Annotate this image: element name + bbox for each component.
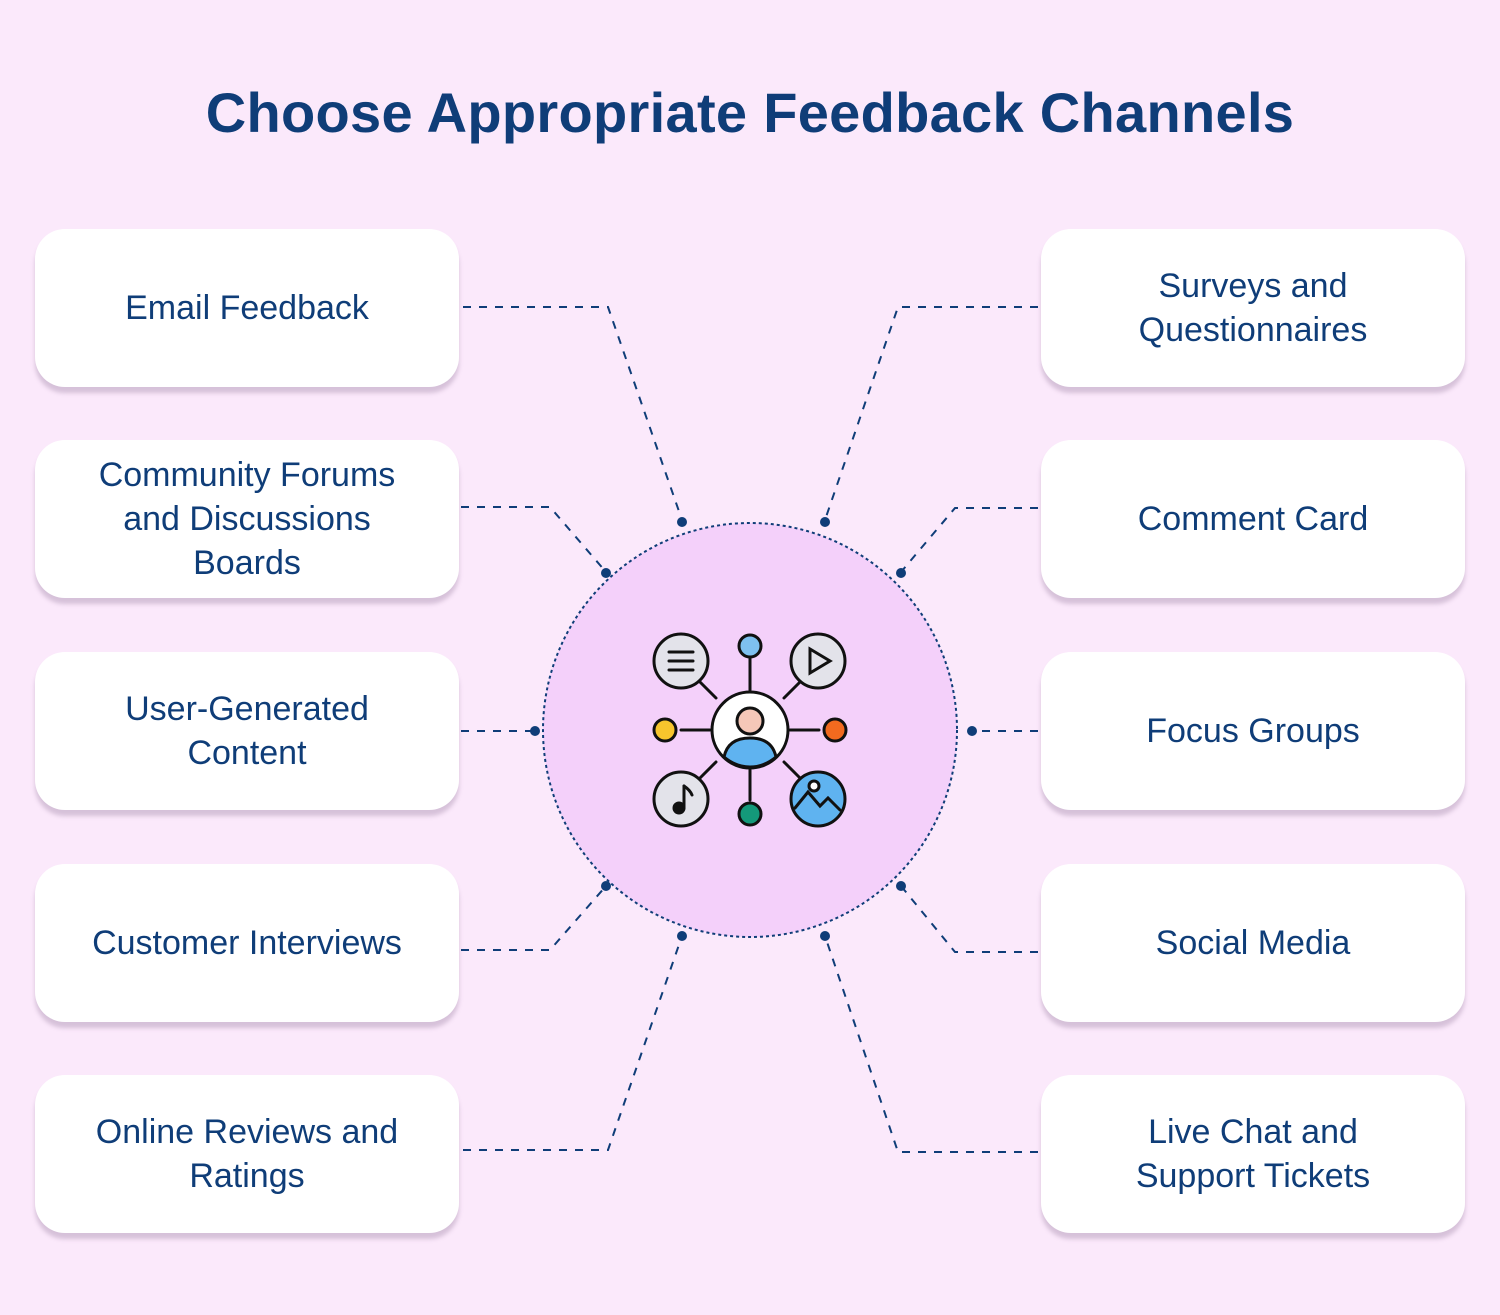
channel-card-customer-interviews: Customer Interviews — [35, 864, 459, 1022]
channel-card-surveys: Surveys and Questionnaires — [1041, 229, 1465, 387]
channel-label: Live Chat and Support Tickets — [1135, 1113, 1371, 1195]
channel-label: Social Media — [1155, 924, 1351, 962]
channel-label: Email Feedback — [125, 289, 369, 327]
channel-label: Online Reviews and Ratings — [95, 1113, 399, 1195]
channel-card-email-feedback: Email Feedback — [35, 229, 459, 387]
connector-dot — [820, 517, 830, 527]
connector-dot — [601, 881, 611, 891]
connector-customer-interviews — [461, 885, 607, 951]
user-network-icon — [652, 632, 848, 828]
connector-dot — [896, 568, 906, 578]
channel-card-comment-card: Comment Card — [1041, 440, 1465, 598]
channel-card-community-forums: Community Forums and Discussions Boards — [35, 440, 459, 598]
channel-card-user-generated-content: User-Generated Content — [35, 652, 459, 810]
connector-dot — [896, 881, 906, 891]
channel-card-social-media: Social Media — [1041, 864, 1465, 1022]
channel-card-online-reviews: Online Reviews and Ratings — [35, 1075, 459, 1233]
page-title: Choose Appropriate Feedback Channels — [205, 81, 1295, 144]
connector-live-chat — [824, 935, 1038, 1153]
channel-label: Customer Interviews — [92, 924, 402, 962]
channel-label: Comment Card — [1137, 500, 1369, 538]
channel-card-focus-groups: Focus Groups — [1041, 652, 1465, 810]
connector-email-feedback — [463, 306, 683, 521]
connector-comment-card — [900, 507, 1038, 573]
connector-social-media — [900, 885, 1038, 953]
connector-surveys — [824, 306, 1038, 521]
connector-dot — [530, 726, 540, 736]
channel-label: Focus Groups — [1146, 712, 1360, 750]
connector-community-forums — [461, 506, 607, 573]
connector-dot — [967, 726, 977, 736]
connector-dot — [677, 931, 687, 941]
channel-label: Community Forums and Discussions Boards — [98, 456, 396, 582]
connector-online-reviews — [463, 935, 683, 1151]
connector-dot — [820, 931, 830, 941]
connector-dot — [601, 568, 611, 578]
connector-dot — [677, 517, 687, 527]
channel-label: User-Generated Content — [125, 690, 369, 772]
channel-label: Surveys and Questionnaires — [1138, 267, 1368, 349]
channel-card-live-chat: Live Chat and Support Tickets — [1041, 1075, 1465, 1233]
